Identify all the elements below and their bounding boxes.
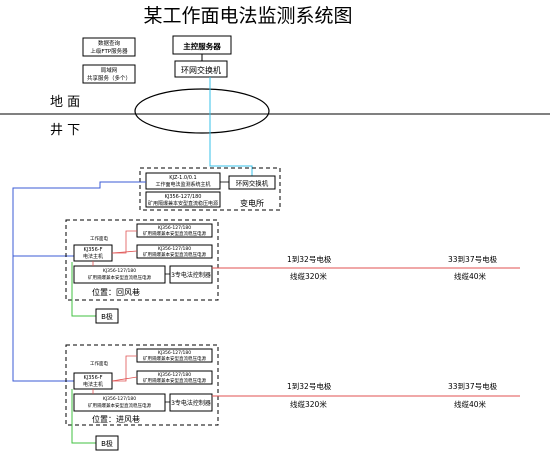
svg-text:矿用隔爆兼本安型直流稳压电源: 矿用隔爆兼本安型直流稳压电源	[88, 274, 151, 281]
svg-text:KJ356-127/180: KJ356-127/180	[158, 225, 191, 231]
station2-seg2-label: 33到37号电极	[448, 381, 498, 391]
share-server-box: 局域网 共享服务（多个）	[82, 64, 136, 84]
station1-seg1-label: 1到32号电极	[287, 254, 332, 264]
svg-text:矿用隔爆兼本安型直流稳压电源: 矿用隔爆兼本安型直流稳压电源	[148, 200, 218, 207]
station2-b-pole-cable	[71, 389, 96, 444]
svg-text:矿用隔爆兼本安型直流稳压电源: 矿用隔爆兼本安型直流稳压电源	[143, 251, 206, 258]
svg-text:矿用隔爆兼本安型直流稳压电源: 矿用隔爆兼本安型直流稳压电源	[143, 355, 206, 362]
station2-b-pole: B极	[95, 435, 119, 451]
station1-seg2-length: 线缆40米	[454, 271, 487, 281]
svg-text:B极: B极	[101, 439, 113, 448]
svg-text:数据查询: 数据查询	[98, 39, 121, 47]
svg-text:KJ356-F: KJ356-F	[84, 247, 103, 253]
substation-power-box	[145, 191, 221, 208]
svg-text:矿用隔爆兼本安型直流稳压电源: 矿用隔爆兼本安型直流稳压电源	[143, 230, 206, 237]
station2-power-supply-mid	[136, 370, 213, 385]
station2-seg2-length: 线缆40米	[454, 399, 487, 409]
svg-text:共享服务（多个）: 共享服务（多个）	[87, 74, 131, 82]
svg-text:工作面电: 工作面电	[90, 235, 108, 242]
station-return-airway: KJ356-127/180 矿用隔爆兼本安型直流稳压电源 工作面电 KJ356-…	[65, 219, 219, 301]
svg-text:KJ356-127/180: KJ356-127/180	[158, 372, 191, 378]
station1-power-supply-mid	[136, 244, 213, 259]
blue-trunk-cable	[12, 181, 146, 382]
monitor-host-box	[145, 172, 221, 190]
svg-text:B极: B极	[101, 312, 113, 321]
svg-text:KJ356-127/180: KJ356-127/180	[103, 268, 136, 274]
label-underground: 井 下	[50, 123, 80, 138]
svg-text:电法主机: 电法主机	[83, 381, 103, 388]
svg-text:KJ356-F: KJ356-F	[84, 375, 103, 381]
svg-text:环网交换机: 环网交换机	[181, 65, 221, 75]
station1-controller	[169, 265, 213, 284]
svg-text:工作面电法监测系统主机: 工作面电法监测系统主机	[155, 181, 210, 188]
ring-switch-top: 环网交换机	[174, 60, 228, 78]
svg-text:3专电法控制器: 3专电法控制器	[171, 399, 211, 407]
svg-text:KJ356-127/180: KJ356-127/180	[158, 246, 191, 252]
station2-power-supply-bottom	[73, 393, 166, 412]
ftp-server-box: 数据查询 上级FTP服务器	[82, 37, 136, 57]
network-cloud	[134, 88, 270, 134]
substation-group: KJZ-1.0/0.1 工作面电法监测系统主机 环网交换机 KJ356-127/…	[139, 167, 281, 211]
station2-controller	[169, 393, 213, 412]
station2-seg1-label: 1到32号电极	[287, 381, 332, 391]
label-ground: 地 面	[50, 95, 80, 110]
main-server-box: 主控服务器	[172, 35, 232, 55]
svg-text:矿用隔爆兼本安型直流稳压电源: 矿用隔爆兼本安型直流稳压电源	[143, 377, 206, 384]
svg-text:工作面电: 工作面电	[90, 360, 108, 367]
station1-seg2-label: 33到37号电极	[448, 254, 498, 264]
svg-text:KJ356-127/180: KJ356-127/180	[103, 396, 136, 402]
station1-b-pole: B极	[95, 308, 119, 324]
station-intake-airway: KJ356-127/180 矿用隔爆兼本安型直流稳压电源 工作面电 KJ356-…	[65, 344, 219, 426]
station2-seg1-length: 线缆320米	[290, 399, 327, 409]
station1-b-pole-cable	[71, 262, 96, 317]
svg-text:主控服务器: 主控服务器	[183, 41, 221, 51]
station1-location: 位置：回风巷	[92, 287, 140, 297]
station1-seg1-length: 线缆320米	[290, 271, 327, 281]
station2-power-supply-top	[136, 348, 213, 363]
substation-label: 变电所	[240, 198, 264, 208]
svg-text:KJ356-127/180: KJ356-127/180	[158, 350, 191, 356]
svg-text:3专电法控制器: 3专电法控制器	[171, 271, 211, 279]
substation-switch-box	[228, 175, 276, 190]
station2-location: 位置：进风巷	[92, 414, 140, 424]
svg-text:KJ356-127/180: KJ356-127/180	[165, 194, 202, 200]
svg-text:上级FTP服务器: 上级FTP服务器	[90, 47, 128, 55]
svg-text:矿用隔爆兼本安型直流稳压电源: 矿用隔爆兼本安型直流稳压电源	[88, 402, 151, 409]
svg-text:局域网: 局域网	[101, 66, 118, 74]
station1-power-supply-bottom	[73, 265, 166, 284]
diagram-title: 某工作面电法监测系统图	[143, 5, 352, 27]
ring-network-link	[209, 77, 253, 176]
station1-power-supply-top	[136, 223, 213, 238]
svg-text:电法主机: 电法主机	[83, 253, 103, 260]
svg-text:环网交换机: 环网交换机	[236, 179, 269, 188]
svg-text:KJZ-1.0/0.1: KJZ-1.0/0.1	[169, 175, 196, 181]
